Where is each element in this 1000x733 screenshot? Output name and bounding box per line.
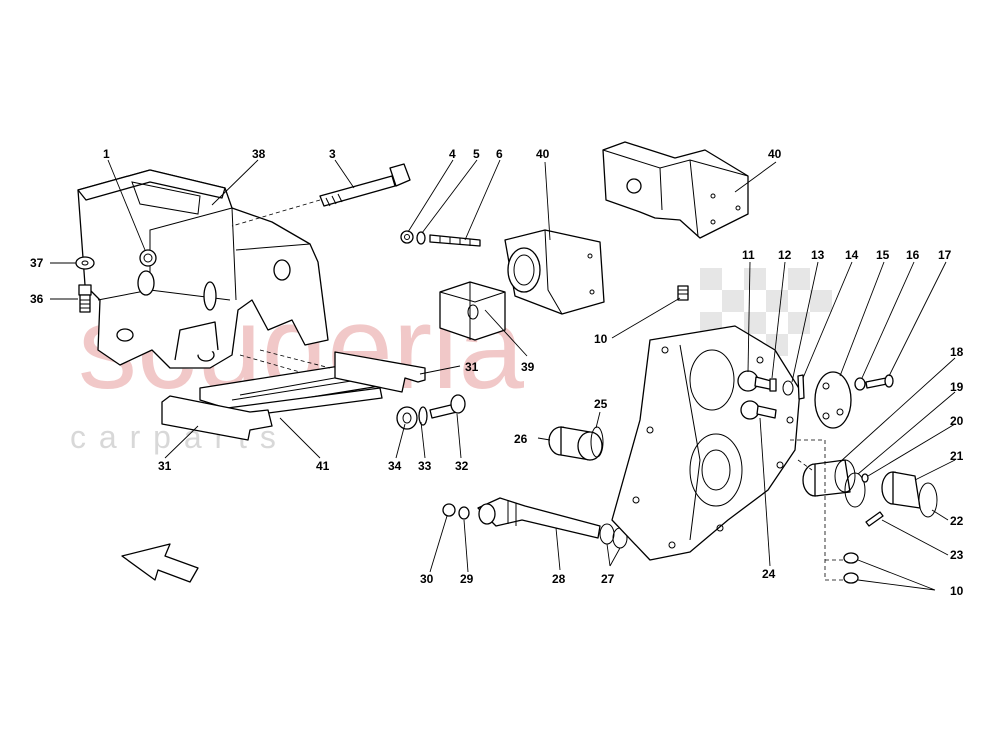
gear-24-part (740, 400, 777, 420)
callout-10b: 10 (950, 584, 964, 598)
callout-3: 3 (329, 147, 336, 161)
grub-screw-10-part (677, 285, 689, 301)
seal-21-part (881, 471, 921, 509)
callout-1: 1 (103, 147, 110, 161)
pump-cover-15-part (814, 371, 852, 429)
washer-5-part (416, 231, 426, 245)
callout-39: 39 (521, 360, 535, 374)
callout-16: 16 (906, 248, 920, 262)
callout-24: 24 (762, 567, 776, 581)
callout-26: 26 (514, 432, 528, 446)
bolt-36-part (78, 284, 92, 313)
callout-22: 22 (950, 514, 964, 528)
pin-12-part (769, 378, 777, 392)
shaft-28-part (477, 497, 601, 539)
washer-29-part (458, 506, 470, 520)
callout-19: 19 (950, 380, 964, 394)
bolt-17-part (865, 374, 894, 389)
callout-29: 29 (460, 572, 474, 586)
callout-labels: 1 38 3 4 5 6 40 40 37 36 10 39 31 31 41 … (30, 147, 964, 598)
bushing-1-part (139, 249, 157, 267)
callout-38: 38 (252, 147, 266, 161)
callout-41: 41 (316, 459, 330, 473)
callout-10: 10 (594, 332, 608, 346)
callout-30: 30 (420, 572, 434, 586)
callout-6: 6 (496, 147, 503, 161)
callout-17: 17 (938, 248, 952, 262)
slide-plate-31b-part (161, 395, 273, 441)
sleeve-26-part (548, 426, 603, 461)
callout-23: 23 (950, 548, 964, 562)
callout-27: 27 (601, 572, 615, 586)
callout-14: 14 (845, 248, 859, 262)
callout-11: 11 (742, 248, 755, 262)
washer-37-part (75, 256, 95, 270)
callout-28: 28 (552, 572, 566, 586)
pivot-housing-40-part (504, 229, 605, 315)
bolt-32-part (429, 394, 466, 419)
long-bolt-3-part (231, 163, 411, 227)
main-bracket-part (77, 169, 329, 369)
callout-34: 34 (388, 459, 402, 473)
rod-14-part (797, 374, 805, 400)
bushing-34-part (396, 406, 418, 430)
callout-13: 13 (811, 248, 825, 262)
callout-40: 40 (536, 147, 550, 161)
gearbox-casing-part (611, 325, 801, 561)
cup-18-part (802, 459, 856, 497)
assembly-guide-line (824, 440, 845, 581)
leader-lines (50, 159, 956, 591)
callout-18: 18 (950, 345, 964, 359)
direction-arrow-icon (121, 543, 199, 583)
callout-36: 36 (30, 292, 44, 306)
callout-5: 5 (473, 147, 480, 161)
callout-25: 25 (594, 397, 608, 411)
pivot-housing-40b-part (602, 141, 749, 239)
callout-15: 15 (876, 248, 890, 262)
pin-23-part (865, 511, 884, 527)
stud-6-part (429, 234, 481, 247)
assembly-guide-line-2 (790, 439, 825, 471)
circlip-19-part (844, 472, 866, 508)
pin-20-part (861, 473, 869, 483)
washer-16-part (854, 377, 866, 391)
callout-21: 21 (950, 449, 964, 463)
callout-40b: 40 (768, 147, 782, 161)
callout-32: 32 (455, 459, 469, 473)
ring-25-part (590, 426, 604, 458)
rubber-mount-39-part (439, 281, 506, 341)
washer-33-part (418, 406, 428, 426)
nut-30-part (442, 503, 456, 517)
callout-12: 12 (778, 248, 792, 262)
callout-31b: 31 (158, 459, 172, 473)
grub-screw-10b-part (843, 552, 859, 584)
ring-22-part (918, 482, 938, 518)
nut-4-part (400, 230, 414, 244)
callout-31a: 31 (465, 360, 479, 374)
callout-4: 4 (449, 147, 456, 161)
callout-37: 37 (30, 256, 44, 270)
spring-13-part (782, 380, 794, 396)
callout-20: 20 (950, 414, 964, 428)
callout-33: 33 (418, 459, 432, 473)
slide-plate-31a-part (334, 351, 426, 393)
o-ring-27a-part (599, 523, 615, 545)
